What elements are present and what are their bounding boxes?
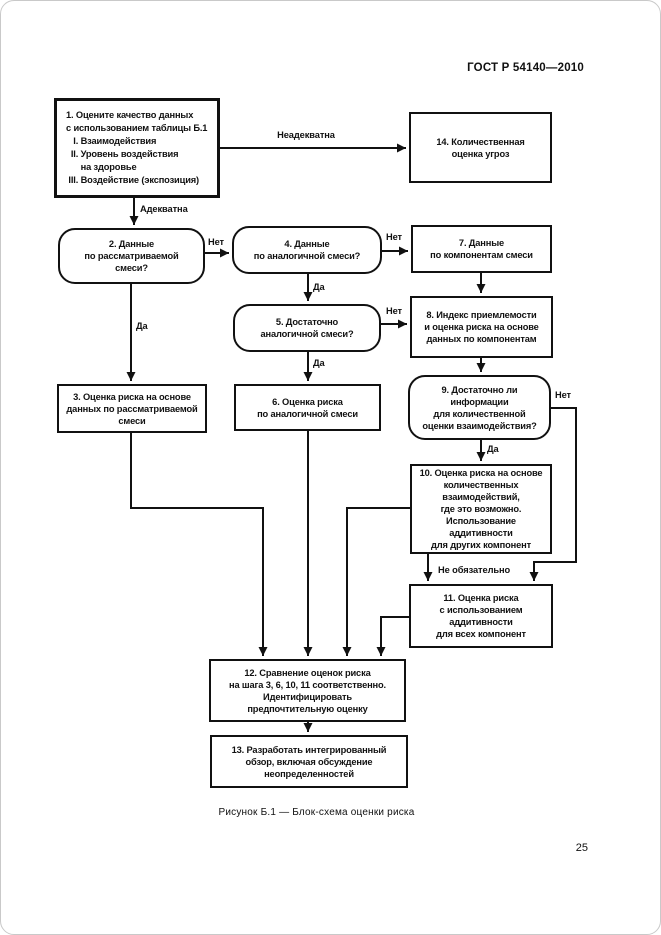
flow-box-9-enough-information: 9. Достаточно ли информации для количест… <box>408 375 551 440</box>
edge-9-to-11-no <box>529 407 577 581</box>
page-number: 25 <box>575 842 588 854</box>
flow-box-5-similar-enough: 5. Достаточно аналогичной смеси? <box>233 304 381 352</box>
edge-11-to-12 <box>376 616 409 656</box>
flow-box-7-component-data: 7. Данные по компонентам смеси <box>411 225 552 273</box>
flow-box-14-quantitative-threat: 14. Количественная оценка угроз <box>409 112 552 183</box>
edge-label-adequate: Адекватна <box>140 204 188 214</box>
figure-caption: Рисунок Б.1 — Блок-схема оценки риска <box>218 807 415 818</box>
flow-box-3-risk-from-mixture-data: 3. Оценка риска на основе данных по расс… <box>57 384 207 433</box>
flow-box-13-integrated-review: 13. Разработать интегрированный обзор, в… <box>210 735 408 788</box>
edge-label-optional: Не обязательно <box>438 565 511 575</box>
edge-label-yes-2-3: Да <box>136 321 148 331</box>
edge-3-to-12 <box>130 433 268 656</box>
edge-label-yes-9-10: Да <box>487 444 499 454</box>
flow-box-1-assess-data-quality: 1. Оцените качество данных с использован… <box>54 98 220 198</box>
flow-box-4-data-similar-mixture: 4. Данные по аналогичной смеси? <box>232 226 382 274</box>
edge-label-inadequate: Неадекватна <box>277 130 335 140</box>
edge-label-no-2-4: Нет <box>208 237 225 247</box>
flow-box-12-compare-estimates: 12. Сравнение оценок риска на шага 3, 6,… <box>209 659 406 722</box>
flow-box-10-quantitative-interactions: 10. Оценка риска на основе количественны… <box>410 464 552 554</box>
edge-label-yes-5-6: Да <box>313 358 325 368</box>
flow-box-11-additivity-all-components: 11. Оценка риска с использованием аддити… <box>409 584 553 648</box>
edge-label-yes-4-5: Да <box>313 282 325 292</box>
flow-box-6-risk-similar-mixture: 6. Оценка риска по аналогичной смеси <box>234 384 381 431</box>
edge-10-to-12 <box>342 507 410 656</box>
flow-box-2-data-on-mixture: 2. Данные по рассматриваемой смеси? <box>58 228 205 284</box>
edge-label-no-4-7: Нет <box>386 232 403 242</box>
edge-label-no-5-8: Нет <box>386 306 403 316</box>
edge-label-no-9-11: Нет <box>555 390 572 400</box>
document-header: ГОСТ Р 54140—2010 <box>467 62 584 74</box>
flow-box-8-acceptability-index: 8. Индекс приемлемости и оценка риска на… <box>410 296 553 358</box>
